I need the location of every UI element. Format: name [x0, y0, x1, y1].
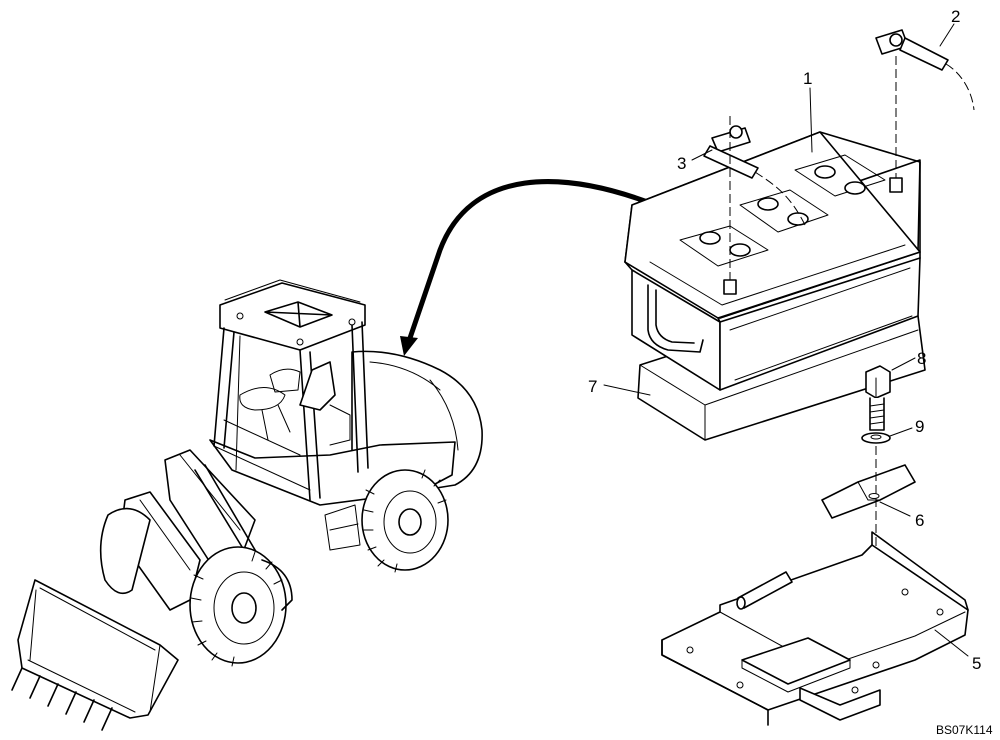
callout-8: 8 — [917, 349, 926, 368]
callout-2: 2 — [951, 7, 960, 26]
leader-line-8 — [891, 357, 916, 371]
washer — [861, 432, 891, 444]
leader-line-9 — [889, 427, 913, 437]
callout-6: 6 — [915, 511, 924, 530]
rear-wheel — [361, 469, 449, 573]
wheel-loader — [11, 279, 483, 731]
leader-line-3 — [691, 149, 713, 161]
callout-5: 5 — [972, 654, 981, 673]
battery-tray — [661, 531, 969, 726]
leader-line-2 — [939, 23, 955, 47]
leader-line-1 — [809, 87, 813, 153]
callout-3: 3 — [677, 154, 686, 173]
callout-7: 7 — [588, 377, 597, 396]
drawing-reference: BS07K114 — [936, 723, 993, 737]
negative-cable — [703, 116, 806, 280]
leader-line-5 — [934, 629, 969, 657]
leader-line-6 — [879, 501, 911, 517]
clamp-plate — [821, 464, 916, 519]
front-wheel — [189, 546, 293, 667]
positive-cable — [875, 29, 975, 178]
callout-9: 9 — [915, 417, 924, 436]
location-arrow — [400, 179, 671, 356]
callout-1: 1 — [803, 69, 812, 88]
leader-line-7 — [603, 384, 651, 396]
loader-bucket — [11, 579, 179, 731]
callouts: 1 2 3 7 8 9 6 5 — [588, 7, 981, 673]
bolt — [865, 365, 891, 431]
battery — [624, 131, 921, 391]
